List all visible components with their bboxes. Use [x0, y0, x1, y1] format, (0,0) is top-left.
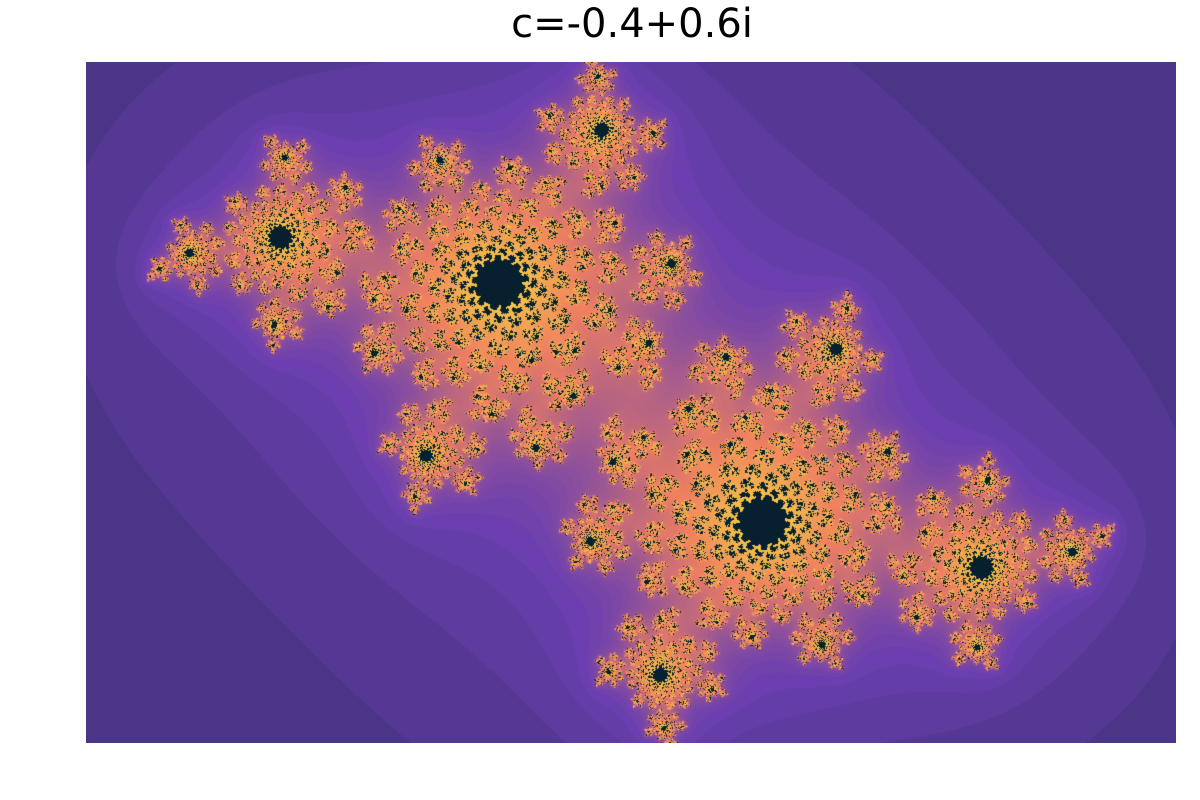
plot-title: c=-0.4+0.6i: [511, 1, 753, 47]
julia-set-canvas: [86, 62, 1176, 743]
julia-set-image: [86, 62, 1176, 743]
